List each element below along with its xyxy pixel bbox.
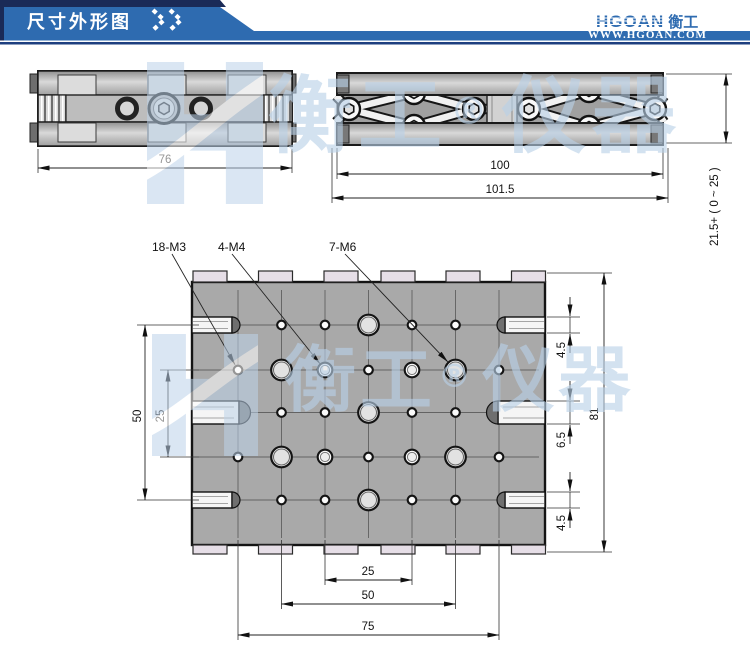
plate-tab	[323, 544, 359, 555]
dim-width-76: 76	[159, 154, 172, 166]
hole-m3	[493, 451, 505, 463]
dim-cols-25: 25	[362, 566, 375, 578]
plate-tab	[380, 544, 416, 555]
dim-inner-100: 100	[490, 160, 509, 172]
hole-m4	[319, 364, 331, 376]
front-view-body	[29, 70, 297, 147]
callout-7-M6: 7-M6	[329, 240, 357, 254]
hole-m3	[319, 319, 331, 331]
screw-hole	[115, 96, 139, 121]
callout-18-M3: 18-M3	[152, 240, 186, 254]
brand-logo-en: HGOAN	[596, 12, 665, 31]
hole-m3	[363, 364, 374, 376]
dim-slot-top-4-5: 4.5	[556, 342, 568, 358]
plate-tab	[380, 270, 416, 283]
side-view-dimensions: 100 101.5 21.5+ ( 0 ~ 25 )	[331, 73, 732, 246]
plate-tab	[510, 270, 547, 283]
dim-plate-height-81: 81	[589, 408, 601, 421]
front-view-dimension: 76	[37, 149, 293, 173]
hole-m3	[406, 407, 418, 418]
plate-tab	[445, 544, 481, 555]
side-view-drawing: 100 101.5 21.5+ ( 0 ~ 25 )	[331, 72, 732, 246]
hole-m3	[450, 494, 461, 506]
hole-m3	[276, 407, 287, 418]
hole-m6	[360, 404, 377, 421]
hex-socket-icon	[523, 102, 535, 116]
hole-m4	[406, 364, 418, 376]
hole-m3	[450, 319, 461, 331]
hole-m6	[273, 361, 290, 379]
plate-tabs	[192, 270, 547, 555]
hole-m6	[360, 316, 377, 334]
plate-tab	[510, 544, 547, 555]
hole-m3	[319, 494, 331, 506]
double-chevron-right-icon	[151, 8, 185, 32]
adjust-knob	[147, 92, 181, 125]
side-view-body	[332, 72, 669, 146]
hole-m4	[406, 451, 418, 463]
header-banner	[0, 0, 750, 45]
top-plate	[336, 72, 664, 96]
front-view-drawing: 76	[29, 70, 297, 173]
hole-m3	[450, 407, 461, 418]
dim-overall-101-5: 101.5	[486, 184, 515, 196]
page-title: 尺寸外形图	[27, 12, 132, 32]
hole-m3	[276, 319, 287, 331]
dim-rows-50: 50	[132, 410, 144, 423]
hole-m4	[319, 451, 331, 463]
bottom-plate	[336, 122, 664, 146]
hole-m3	[319, 407, 331, 418]
hole-m3	[232, 364, 244, 376]
hole-m3	[406, 494, 418, 506]
plate-tab	[445, 270, 481, 283]
hex-socket-icon	[468, 102, 480, 116]
header-navy-strip	[0, 0, 226, 7]
plate-tab	[257, 544, 294, 555]
website-url: WWW.HGOAN.COM	[588, 29, 707, 41]
hole-m6	[447, 448, 464, 466]
dim-slot-bottom-4-5: 4.5	[556, 515, 568, 531]
hex-socket-icon	[343, 102, 355, 116]
screw-hole	[189, 96, 213, 121]
hole-m3	[363, 451, 374, 463]
callout-4-M4: 4-M4	[218, 240, 246, 254]
hole-m6	[447, 361, 464, 379]
hole-m3	[276, 494, 287, 506]
dim-height-range: 21.5+ ( 0 ~ 25 )	[709, 167, 721, 246]
plate-tab	[323, 270, 359, 283]
plate-tab	[192, 544, 228, 555]
callouts: 18-M3 4-M4 7-M6	[152, 240, 449, 366]
header-blue-band	[0, 7, 750, 41]
hole-m6	[360, 491, 377, 509]
brand-logo-cn: 衡工	[668, 14, 699, 31]
dim-cols-50: 50	[362, 590, 375, 602]
dim-rows-25: 25	[155, 410, 167, 423]
dim-cols-75: 75	[362, 621, 375, 633]
dim-slot-mid-6-5: 6.5	[556, 432, 568, 448]
plate-tab	[257, 270, 294, 283]
hole-pattern	[232, 313, 505, 512]
top-view-drawing: 18-M3 4-M4 7-M6 50 25 4.5 6.5 4.5 81 25 …	[132, 240, 612, 640]
hole-m3	[232, 451, 244, 463]
header-underline	[0, 42, 750, 45]
hole-m6	[273, 448, 290, 466]
hex-socket-icon	[649, 102, 661, 116]
plate-tab	[192, 270, 228, 283]
hole-m3	[493, 364, 505, 376]
